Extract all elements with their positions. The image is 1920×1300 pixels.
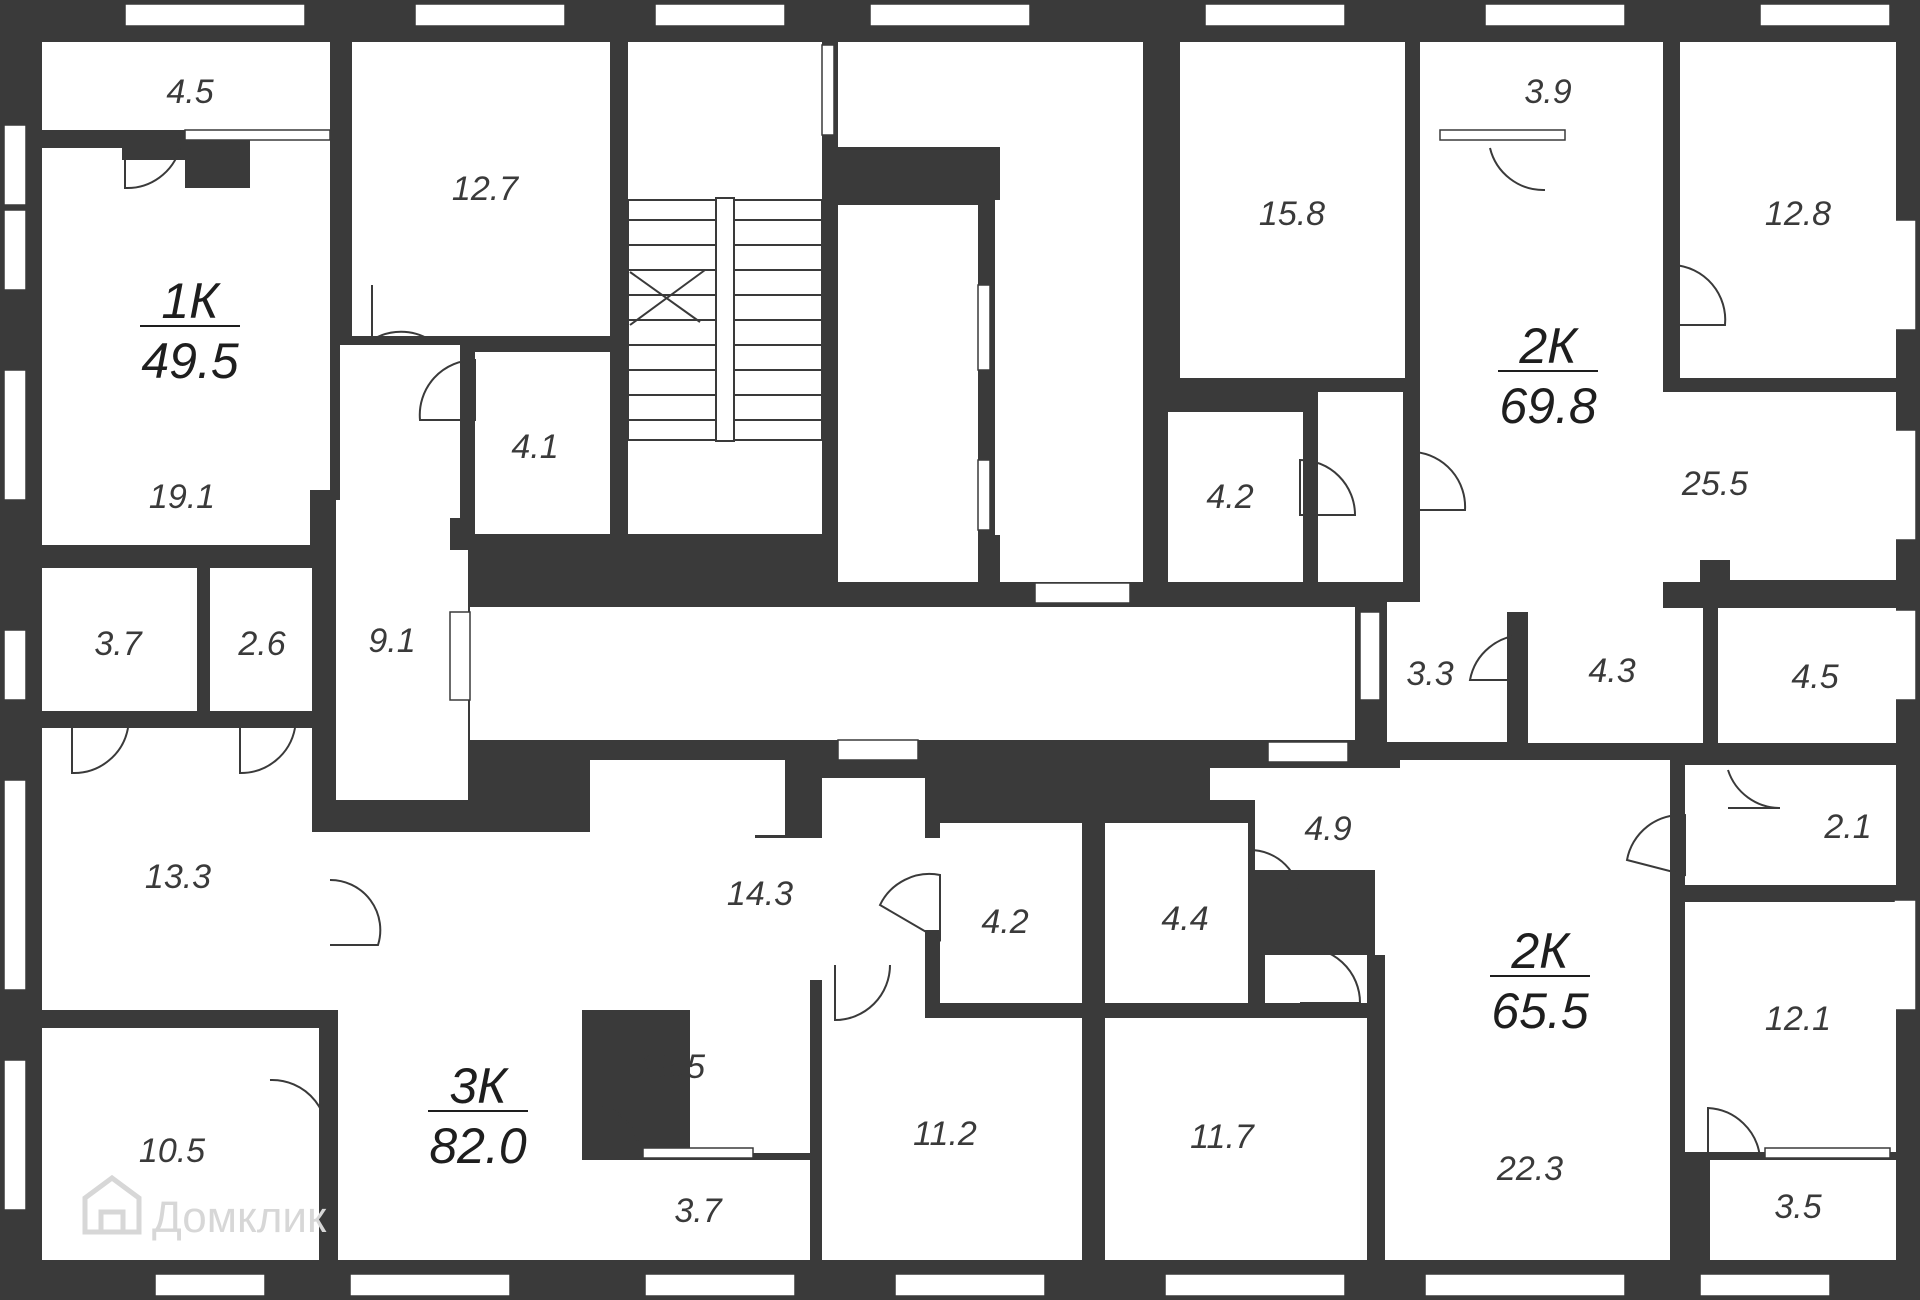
unit-area-2k-bottom: 65.5 (1491, 983, 1589, 1039)
unit-type-2k-top: 2К (1518, 318, 1579, 374)
room-area-label: 10.5 (139, 1132, 205, 1170)
room-area-label: 14.3 (727, 875, 793, 913)
unit-type-2k-bottom: 2К (1510, 923, 1571, 979)
room-area-label: 4.5 (166, 73, 213, 111)
room-area-label: 12.1 (1765, 1000, 1831, 1038)
room-area-label: 11.2 (913, 1115, 977, 1153)
room-area-label: 3.9 (1524, 73, 1571, 111)
room-area-label: 4.2 (1206, 478, 1253, 516)
house-logo-icon (82, 1174, 142, 1235)
room-area-label: 13.3 (145, 858, 211, 896)
glazing (184, 44, 1891, 1159)
staircase (627, 197, 823, 442)
room-labels: 4.5 12.7 19.1 4.1 9.1 3.7 2.6 13.3 10.5 … (94, 73, 1871, 1230)
room-area-label: 4.5 (1791, 658, 1838, 696)
watermark-text: Домклик (152, 1193, 327, 1242)
room-area-label: 12.8 (1765, 195, 1831, 233)
room-area-label: 2.1 (1823, 808, 1871, 846)
unit-area-3k: 82.0 (429, 1118, 527, 1174)
room-area-label: 3.7 (94, 625, 142, 663)
room-area-label: 9.1 (368, 622, 415, 660)
unit-area-2k-top: 69.8 (1499, 378, 1597, 434)
room-area-label: 3.3 (1406, 655, 1453, 693)
room-area-label: 4.4 (1161, 900, 1208, 938)
room-area-label: 3.7 (674, 1192, 722, 1230)
room-area-label: 12.7 (452, 170, 519, 208)
doors (71, 147, 1781, 1159)
room-area-label: 3.5 (1774, 1188, 1821, 1226)
room-area-label: 22.3 (1496, 1150, 1563, 1188)
room-area-label: 15.8 (1259, 195, 1325, 233)
watermark: Домклик (82, 1174, 327, 1242)
room-area-label: 11.7 (1190, 1118, 1255, 1156)
room-area-label: 19.1 (149, 478, 215, 516)
room-area-label: 4.3 (1588, 652, 1635, 690)
windows (3, 3, 1917, 1297)
unit-labels: 1К 49.5 2К 69.8 2К 65.5 3К 82.0 (140, 273, 1598, 1174)
room-area-label: 25.5 (1681, 465, 1748, 503)
room-area-label: 4.9 (1304, 810, 1351, 848)
unit-type-3k: 3К (449, 1058, 509, 1114)
room-area-label: 18.5 (639, 1048, 705, 1086)
unit-type-1k: 1К (161, 273, 221, 329)
unit-area-1k: 49.5 (141, 333, 239, 389)
room-area-label: 4.1 (511, 428, 558, 466)
room-area-label: 4.2 (981, 903, 1028, 941)
room-area-label: 2.6 (237, 625, 285, 663)
